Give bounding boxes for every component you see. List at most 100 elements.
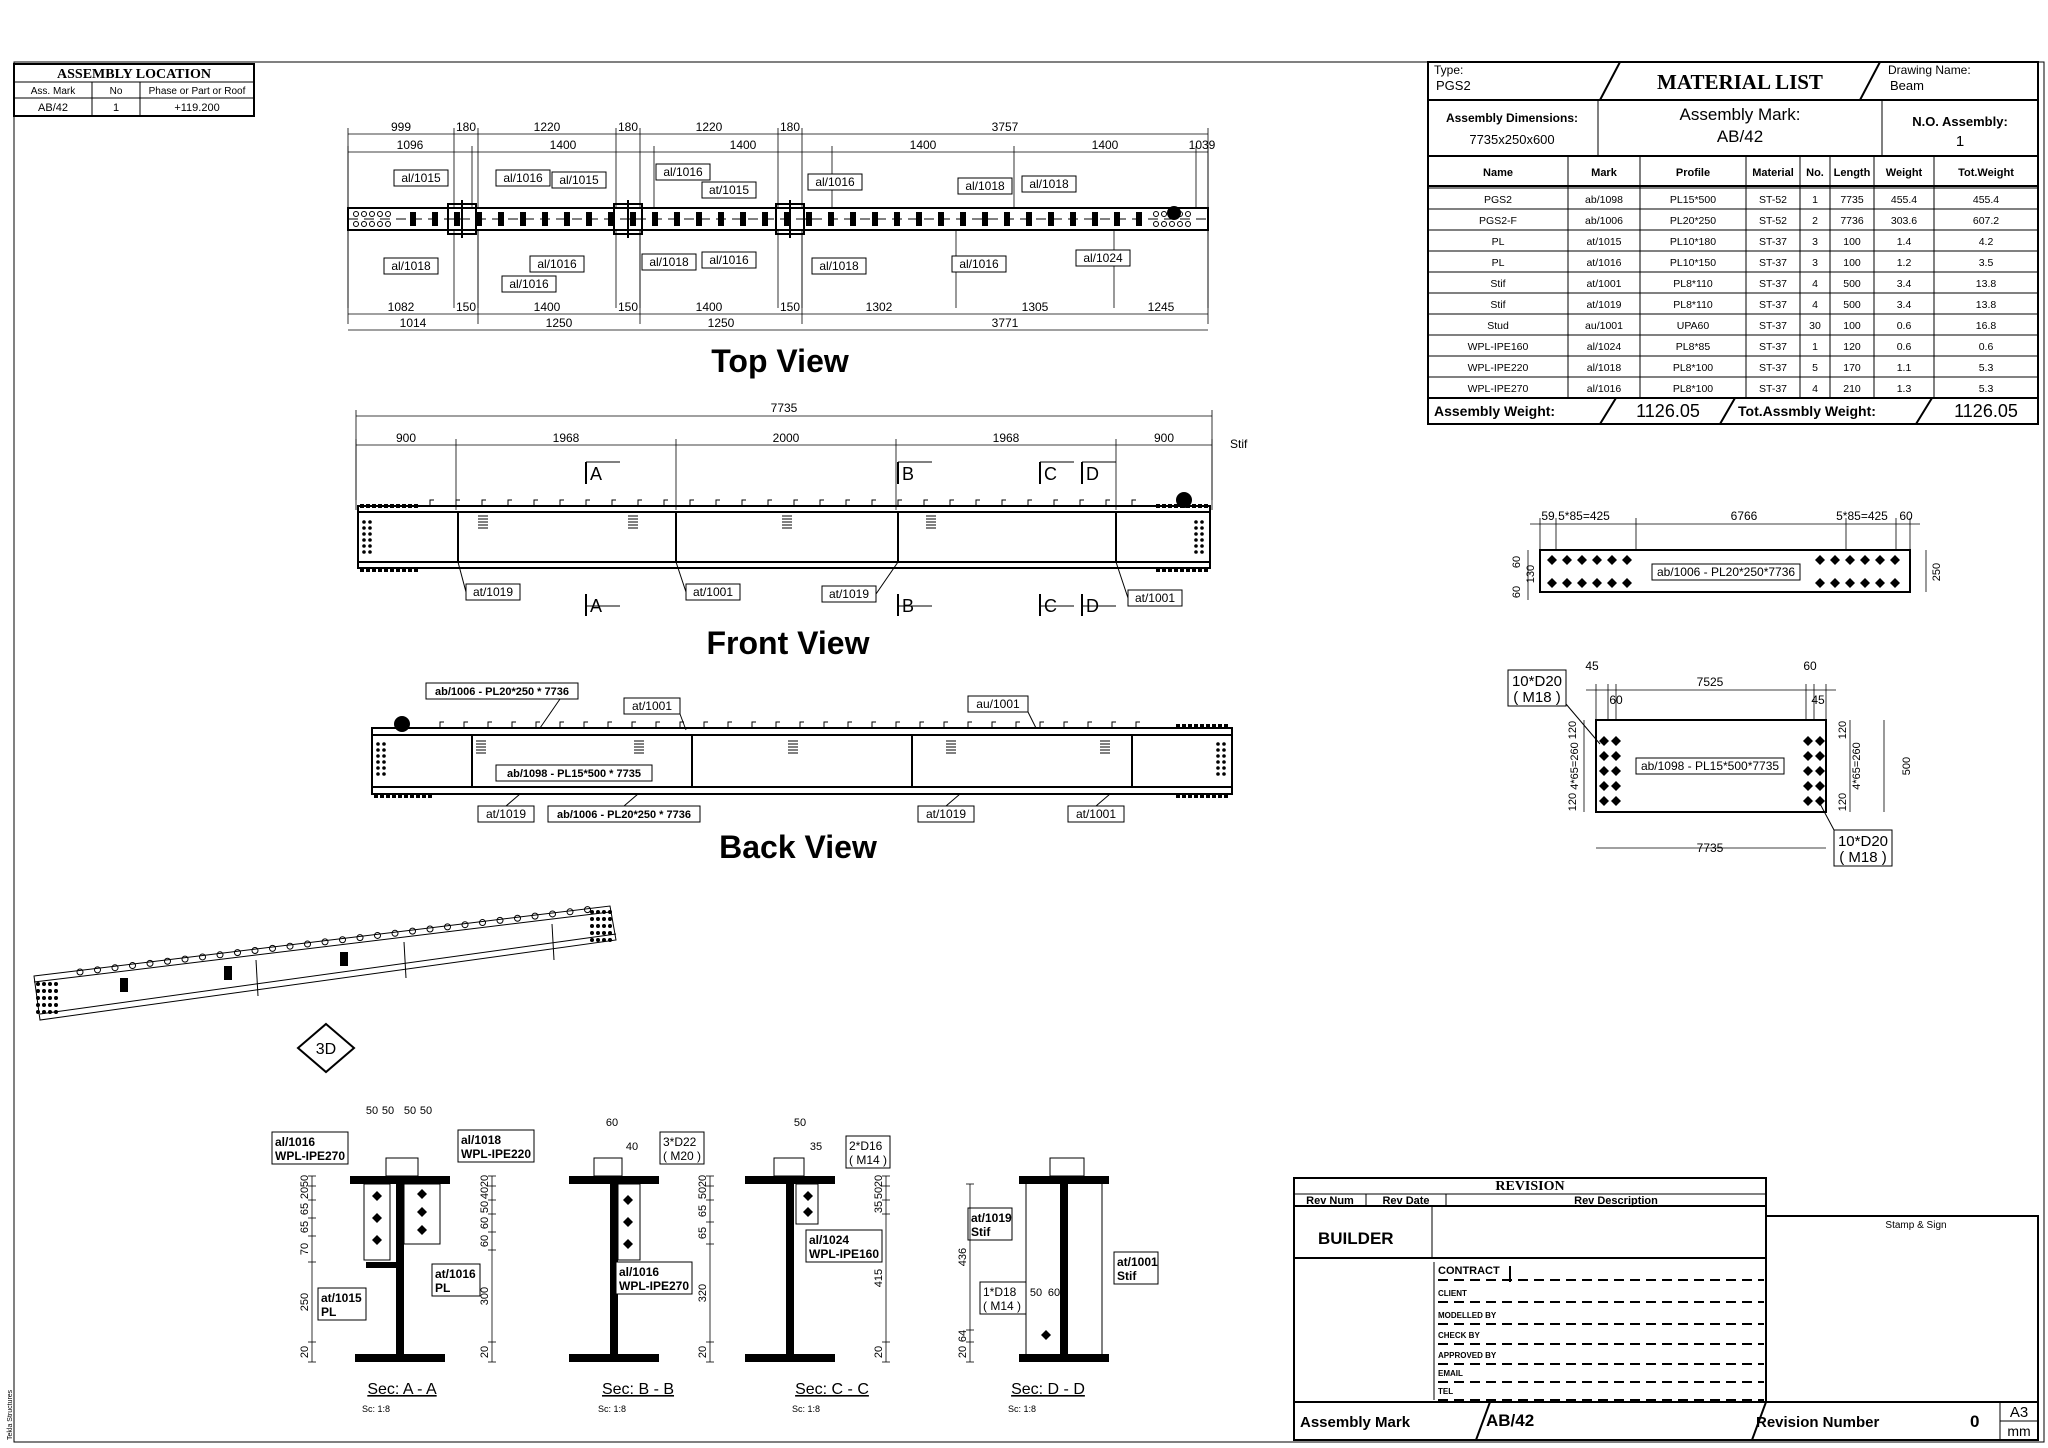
section-scale: Sc: 1:8 (598, 1404, 626, 1414)
flange-dim: 5*85=425 (1558, 509, 1610, 523)
ml-cell: 303.6 (1891, 215, 1917, 227)
section-tag: ( M14 ) (983, 1299, 1021, 1313)
top-tag-below: al/1016 (537, 257, 577, 271)
section-dim: 65 (697, 1205, 709, 1217)
section-dim-top: 40 (626, 1141, 638, 1153)
top-dim-value: 1250 (546, 316, 573, 330)
section-a-a: al/1016WPL-IPE270al/1018WPL-IPE220at/101… (271, 1105, 535, 1414)
front-studs (360, 499, 1208, 572)
ml-cell: ST-37 (1759, 341, 1787, 353)
top-dim-value: 3771 (992, 316, 1019, 330)
ml-cell: 3.5 (1979, 257, 1994, 269)
tot-assembly-weight-value: 1126.05 (1954, 401, 2018, 421)
top-dim-value: 1302 (866, 300, 893, 314)
header-ass-mark: Ass. Mark (31, 86, 76, 97)
assembly-mark-footer-value: AB/42 (1486, 1411, 1534, 1430)
section-dim: 70 (299, 1243, 311, 1255)
ml-cell: al/1016 (1587, 383, 1622, 395)
rev-description-header: Rev Description (1574, 1195, 1658, 1207)
revision-block: REVISION Rev Num Rev Date Rev Descriptio… (1293, 1177, 2039, 1441)
ml-cell: 100 (1843, 257, 1861, 269)
revision-number-label: Revision Number (1756, 1414, 1880, 1431)
top-dim-value: 999 (391, 120, 411, 134)
section-tag: WPL-IPE270 (619, 1279, 689, 1293)
ml-cell: ST-37 (1759, 257, 1787, 269)
ml-cell: PGS2-F (1479, 215, 1517, 227)
section-dim: 436 (957, 1248, 969, 1266)
revision-field-label: EMAIL (1438, 1369, 1463, 1378)
section-letter: C (1044, 464, 1057, 484)
weld-symbol-front (1176, 492, 1192, 508)
web-dim-top: 45 (1585, 659, 1599, 673)
section-dim-top: 50 (382, 1105, 394, 1117)
section-dim: 60 (479, 1217, 491, 1229)
ml-cell: WPL-IPE220 (1468, 362, 1529, 374)
front-dim-value: 2000 (773, 431, 800, 445)
ml-cell: PL8*110 (1673, 278, 1713, 290)
top-tag-below: al/1016 (509, 277, 549, 291)
front-view-title: Front View (707, 625, 870, 661)
section-tag: al/1024 (809, 1233, 849, 1247)
top-tag-below: al/1018 (819, 259, 859, 273)
top-dim-value: 3757 (992, 120, 1019, 134)
section-dim: 20 (957, 1346, 969, 1358)
builder-label: BUILDER (1318, 1229, 1394, 1248)
web-hole-note-bottom-2: ( M18 ) (1839, 849, 1887, 866)
web-dim-left: 120 (1567, 721, 1579, 739)
section-dim: 20 (873, 1346, 885, 1358)
revision-number-value: 0 (1970, 1412, 1979, 1431)
top-view-bolt-holes (353, 200, 1191, 238)
section-tag: ( M14 ) (849, 1153, 887, 1167)
top-dim-value: 1400 (534, 300, 561, 314)
section-tag: 3*D22 (663, 1135, 697, 1149)
ml-cell: 2 (1812, 215, 1818, 227)
section-dim: 50 (299, 1175, 311, 1187)
ml-cell: 5.3 (1979, 362, 1994, 374)
weld-symbol-back (394, 716, 410, 732)
top-tag-below: al/1016 (959, 257, 999, 271)
ml-cell: ST-37 (1759, 278, 1787, 290)
ml-cell: PL8*85 (1676, 341, 1711, 353)
type-label: Type: (1434, 63, 1463, 77)
stif-label: Stif (1230, 437, 1248, 451)
web-dim-top: 60 (1609, 693, 1623, 707)
assembly-location-title: ASSEMBLY LOCATION (57, 67, 211, 82)
ml-cell: 607.2 (1973, 215, 1999, 227)
ml-cell: PL8*100 (1673, 362, 1713, 374)
ml-cell: at/1015 (1586, 236, 1621, 248)
top-dim-value: 150 (456, 300, 476, 314)
top-dim-value: 1082 (388, 300, 415, 314)
section-tag: ( M20 ) (663, 1149, 701, 1163)
sheet-border (13, 61, 2045, 1443)
ml-cell: 13.8 (1976, 299, 1997, 311)
front-beam-outline (357, 505, 1211, 569)
web-dim-right: 120 (1837, 721, 1849, 739)
back-tag-web: ab/1098 - PL15*500 * 7735 (495, 764, 653, 782)
rev-date-header: Rev Date (1382, 1195, 1429, 1207)
flange-dim: 6766 (1731, 509, 1758, 523)
back-tag-bottom: at/1019 (926, 807, 966, 821)
web-label: ab/1098 - PL15*500*7735 (1641, 759, 1779, 773)
flange-dim: 5*85=425 (1836, 509, 1888, 523)
isometric-details (36, 906, 612, 1014)
section-tag: WPL-IPE220 (461, 1147, 531, 1161)
front-tag: at/1019 (829, 587, 869, 601)
stamp-sign-label: Stamp & Sign (1885, 1220, 1946, 1231)
isometric-view: 3D (33, 905, 617, 1074)
section-title: Sec: D - D (1011, 1381, 1085, 1398)
ml-cell: Stud (1487, 320, 1509, 332)
revision-field-label: CHECK BY (1438, 1331, 1480, 1340)
ml-cell: Stif (1490, 299, 1505, 311)
section-dim: 40 (479, 1187, 491, 1199)
section-scale: Sc: 1:8 (1008, 1404, 1036, 1414)
section-dim: 20 (479, 1346, 491, 1358)
ml-cell: PL8*100 (1673, 383, 1713, 395)
web-dim-right: 120 (1837, 793, 1849, 811)
web-dim-top: 45 (1811, 693, 1825, 707)
